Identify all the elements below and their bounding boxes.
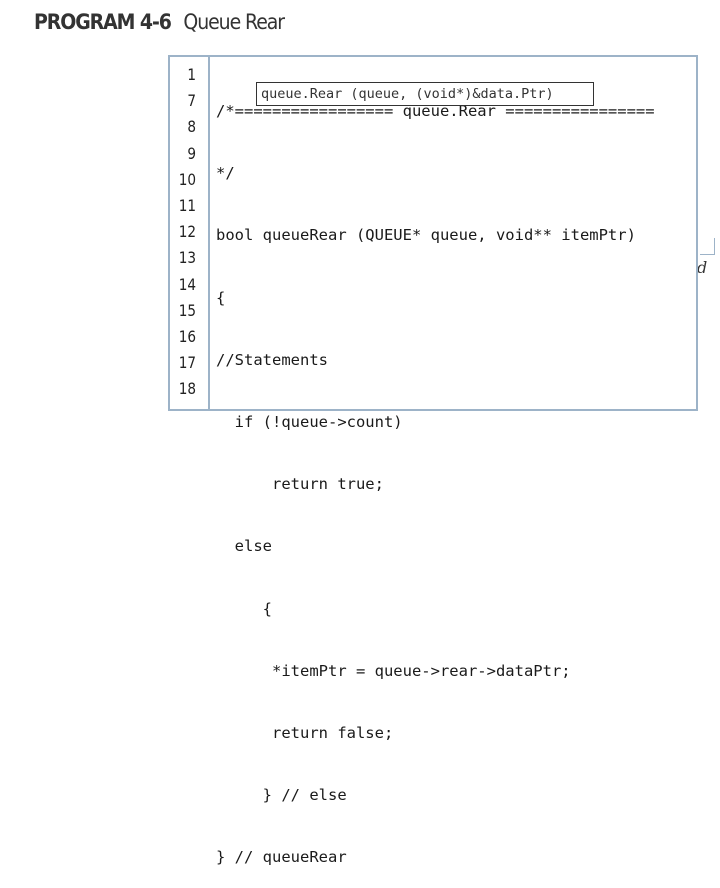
- code-line: } // queueRear: [216, 848, 347, 867]
- code-line: return true;: [216, 475, 384, 494]
- line-number: 9: [187, 143, 196, 163]
- code-line: /*================= queue.Rear =========…: [216, 102, 655, 120]
- code-line: } // else: [216, 786, 347, 805]
- line-number: 7: [187, 91, 196, 111]
- line-number: 8: [187, 117, 196, 137]
- code-line: //Statements: [216, 350, 328, 369]
- line-number: 11: [178, 195, 196, 215]
- line-number: 13: [178, 248, 196, 268]
- line-number: 16: [178, 326, 196, 346]
- code-line: else: [216, 537, 272, 556]
- code-line: {: [216, 599, 272, 618]
- line-number: 14: [178, 274, 196, 294]
- background-text-fragment: d: [697, 258, 708, 277]
- code-listing-box: [168, 55, 698, 411]
- line-number: 18: [178, 379, 196, 399]
- line-number: 15: [178, 300, 196, 320]
- line-number: 10: [178, 169, 196, 189]
- program-label: PROGRAM 4-6: [34, 10, 172, 34]
- code-line: return false;: [216, 723, 394, 742]
- code-line: {: [216, 288, 226, 307]
- code-line: bool queueRear (QUEUE* queue, void** ite…: [216, 226, 636, 245]
- line-number: 12: [178, 222, 196, 242]
- code-lines: /*================= queue.Rear =========…: [216, 62, 655, 888]
- line-number: 17: [178, 353, 196, 373]
- line-number: 1: [187, 65, 196, 84]
- code-line: *itemPtr = queue->rear->dataPtr;: [216, 661, 571, 680]
- call-example-tooltip: queue.Rear (queue, (void*)&data.Ptr): [256, 82, 594, 106]
- program-heading: PROGRAM 4-6 Queue Rear: [34, 10, 285, 34]
- background-box-fragment: [700, 238, 715, 255]
- line-number-gutter: 1 7 8 9 10 11 12 13 14 15 16 17 18: [170, 62, 196, 402]
- program-title: Queue Rear: [183, 10, 285, 34]
- code-line: if (!queue->count): [216, 412, 403, 431]
- gutter-divider: [208, 55, 210, 411]
- code-line: */: [216, 164, 235, 183]
